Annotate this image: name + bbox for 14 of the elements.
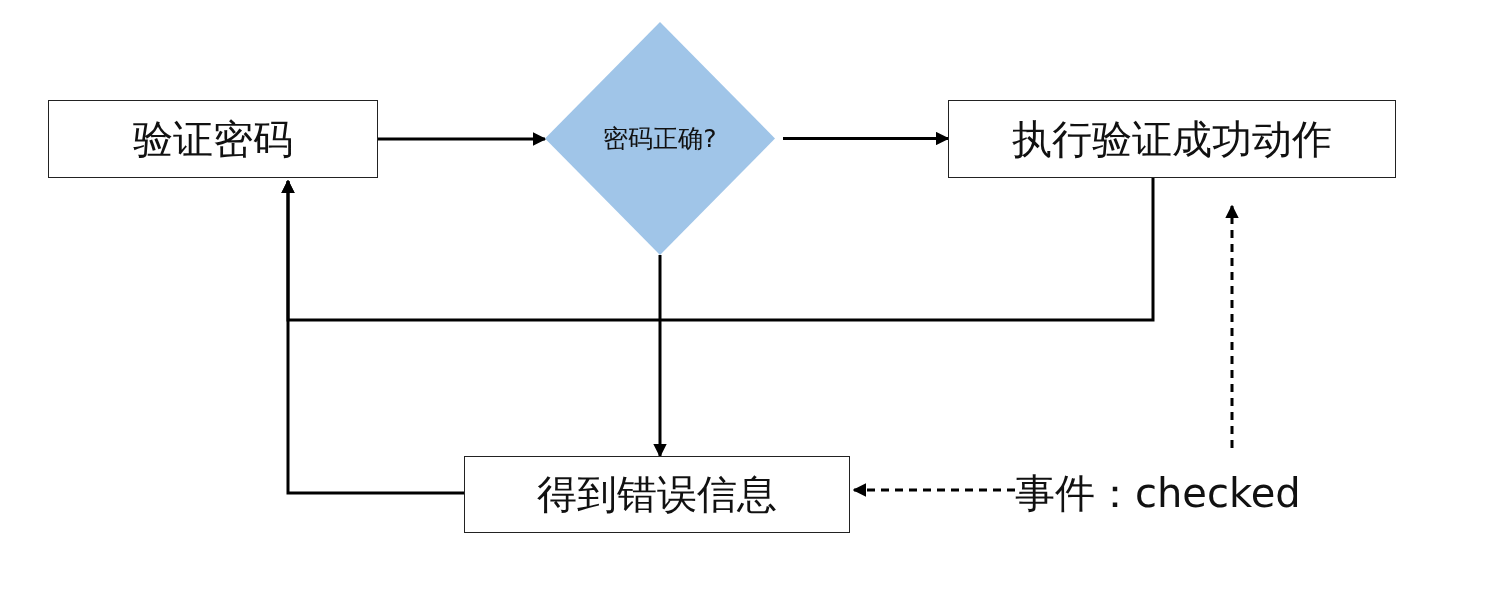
process-box: [48, 100, 378, 178]
process-box: [948, 100, 1396, 178]
arrow: [653, 255, 667, 458]
node-text: 事件：checked: [1015, 468, 1301, 518]
arrow: [783, 131, 950, 146]
dashed-arrow: [852, 483, 1015, 497]
arrow: [281, 179, 464, 495]
arrow: [378, 132, 547, 146]
node-text: 执行验证成功动作: [1012, 114, 1332, 164]
node-text: 得到错误信息: [537, 470, 777, 519]
node-text: 密码正确?: [603, 123, 717, 155]
node-text: 验证密码: [133, 114, 293, 164]
dashed-arrow: [1225, 204, 1239, 448]
process-box: [464, 456, 850, 533]
